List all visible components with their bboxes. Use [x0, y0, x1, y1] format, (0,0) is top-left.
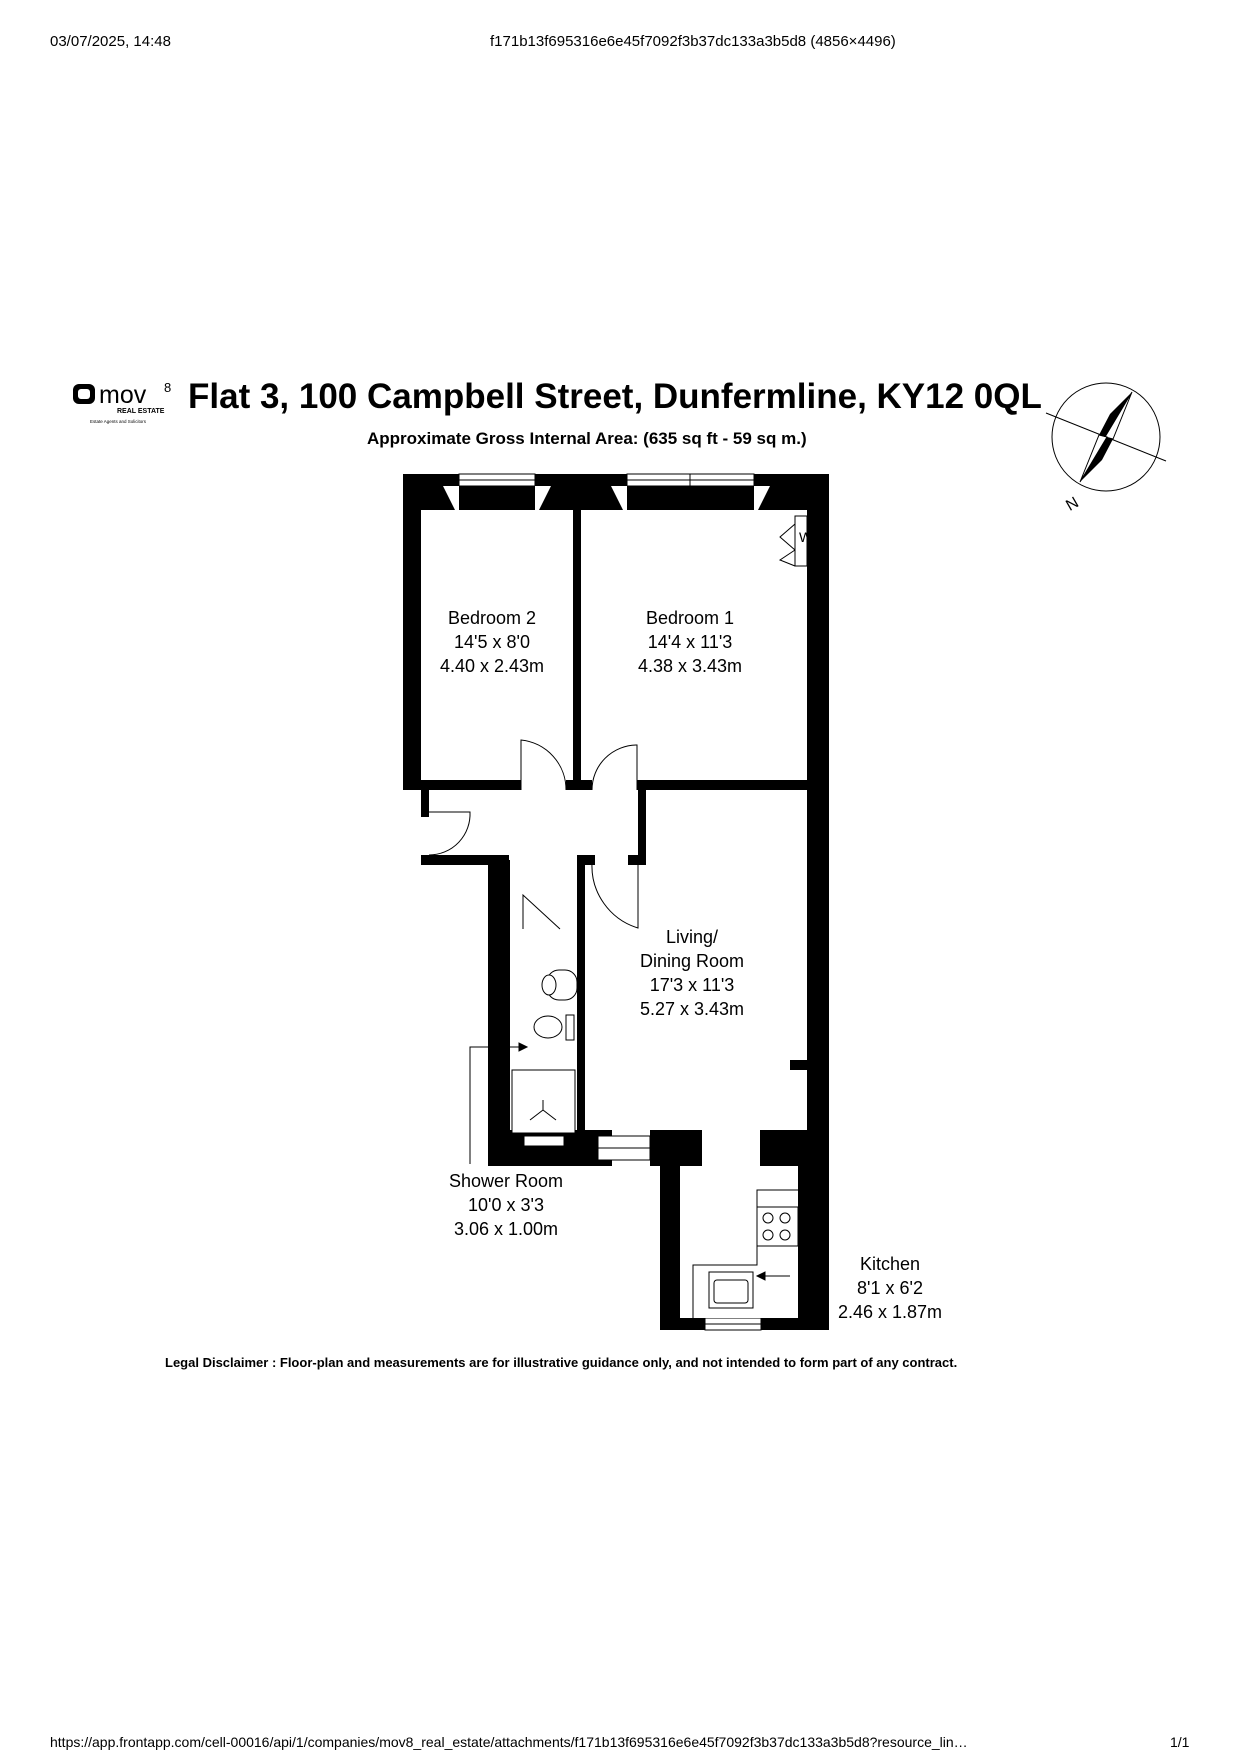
living-name-line1: Living/	[666, 927, 718, 947]
legal-disclaimer: Legal Disclaimer : Floor-plan and measur…	[165, 1355, 957, 1370]
logo-brand: mov	[99, 381, 147, 409]
wall-left-bedrooms	[403, 474, 421, 789]
bedroom-1-name: Bedroom 1	[646, 608, 734, 628]
room-labels: Bedroom 2 14'5 x 8'0 4.40 x 2.43m Bedroo…	[440, 608, 942, 1322]
wall-bed2-bottom-left	[403, 780, 521, 790]
shower-pointer	[469, 1042, 529, 1164]
living-name-line2: Dining Room	[640, 951, 744, 971]
logo-line1: REAL ESTATE	[117, 408, 165, 415]
living-room-area	[585, 790, 807, 1130]
doors	[428, 739, 639, 930]
gross-area: Approximate Gross Internal Area: (635 sq…	[367, 429, 807, 448]
door-shower-room[interactable]	[522, 893, 561, 930]
wardrobe-label: W	[799, 529, 813, 545]
wall-shower-left	[488, 860, 510, 1166]
bedroom-2-area	[421, 510, 573, 780]
shower-room-name: Shower Room	[449, 1171, 563, 1191]
logo-line2: Estate Agents and Solicitors	[90, 419, 147, 424]
wall-kitchen-left	[660, 1130, 680, 1330]
wardrobe: W	[778, 515, 813, 567]
compass-icon: N	[1045, 382, 1167, 515]
bedroom-2-imperial: 14'5 x 8'0	[454, 632, 530, 652]
logo-superscript: 8	[164, 380, 171, 395]
living-metric: 5.27 x 3.43m	[640, 999, 744, 1019]
kitchen-metric: 2.46 x 1.87m	[838, 1302, 942, 1322]
bedroom-1-metric: 4.38 x 3.43m	[638, 656, 742, 676]
bedroom-1-area	[581, 510, 807, 780]
property-title: Flat 3, 100 Campbell Street, Dunfermline…	[188, 377, 1042, 416]
door-entrance[interactable]	[428, 811, 471, 856]
worktop-outline	[692, 1189, 798, 1318]
bedroom-1-imperial: 14'4 x 11'3	[648, 632, 733, 652]
door-bedroom-2[interactable]	[520, 739, 567, 791]
toilet-icon	[533, 1015, 563, 1039]
shower-room-imperial: 10'0 x 3'3	[468, 1195, 544, 1215]
shower-room-metric: 3.06 x 1.00m	[454, 1219, 558, 1239]
toilet-cistern	[565, 1014, 575, 1041]
print-timestamp: 03/07/2025, 14:48	[50, 33, 171, 50]
window-sills	[459, 474, 761, 1325]
kitchen-fixtures	[692, 1189, 799, 1318]
door-bedroom-1[interactable]	[591, 744, 638, 791]
kitchen-doorway	[702, 1130, 760, 1166]
kitchen-area	[680, 1166, 798, 1318]
page-url[interactable]: https://app.frontapp.com/cell-00016/api/…	[50, 1734, 968, 1750]
living-imperial: 17'3 x 11'3	[650, 975, 735, 995]
hob-icon	[756, 1206, 799, 1247]
page-count: 1/1	[1170, 1734, 1190, 1750]
document-title: f171b13f695316e6e45f7092f3b37dc133a3b5d8…	[490, 33, 896, 50]
compass-north-label: N	[1063, 494, 1082, 515]
bedroom-2-metric: 4.40 x 2.43m	[440, 656, 544, 676]
mov8-logo: mov 8 REAL ESTATE Estate Agents and Soli…	[73, 380, 171, 424]
basin-bowl	[541, 974, 557, 996]
bedroom-2-name: Bedroom 2	[448, 608, 536, 628]
wall-shower-bottom	[488, 1130, 600, 1166]
sink-icon	[708, 1271, 754, 1309]
kitchen-imperial: 8'1 x 6'2	[857, 1278, 923, 1298]
window-shower	[523, 1135, 565, 1147]
kitchen-name: Kitchen	[860, 1254, 920, 1274]
wall-kitchen-right	[798, 1130, 829, 1330]
door-living-room[interactable]	[591, 862, 639, 929]
window-reveals	[443, 486, 770, 510]
shower-fixtures	[511, 969, 578, 1134]
wall-right	[807, 474, 829, 1069]
